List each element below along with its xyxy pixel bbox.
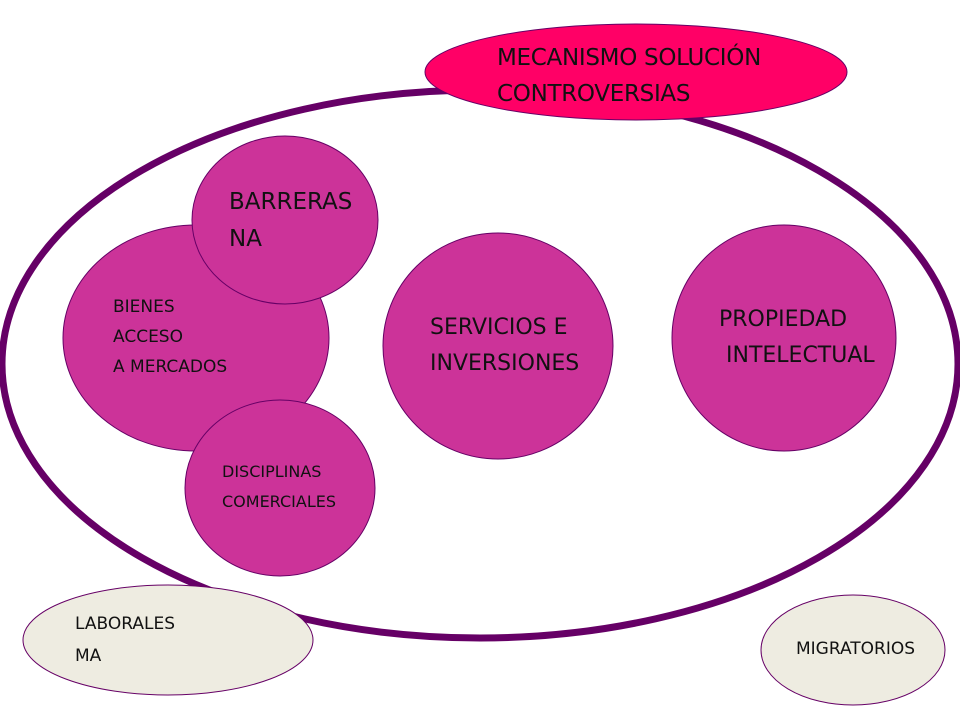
disciplinas-label-line2: COMERCIALES: [222, 492, 337, 511]
mecanismo-label-line1: MECANISMO SOLUCIÓN: [497, 45, 761, 71]
bienes-label-line1: BIENES: [113, 297, 175, 317]
disciplinas-circle: [184, 399, 376, 577]
migratorios-label: MIGRATORIOS: [796, 634, 915, 664]
bienes-label-line3: A MERCADOS: [113, 357, 228, 377]
barreras-label-line1: BARRERAS: [229, 189, 353, 215]
servicios-circle: [382, 232, 614, 460]
servicios-label: SERVICIOS E INVERSIONES: [430, 310, 579, 382]
propiedad-label-line2: INTELECTUAL: [726, 343, 875, 368]
bienes-label-line2: ACCESO: [113, 327, 183, 347]
servicios-label-line2: INVERSIONES: [430, 351, 580, 376]
barreras-circle: [191, 135, 379, 305]
laborales-label-line1: LABORALES: [75, 614, 175, 634]
propiedad-label: PROPIEDAD INTELECTUAL: [719, 302, 875, 374]
barreras-label: BARRERAS NA: [229, 184, 352, 258]
migratorios-ellipse: [760, 594, 946, 706]
bienes-label: BIENES ACCESO A MERCADOS: [113, 292, 227, 382]
disciplinas-label: DISCIPLINAS COMERCIALES: [222, 457, 336, 517]
laborales-label-line2: MA: [75, 646, 102, 666]
mecanismo-ellipse: [424, 23, 848, 121]
servicios-label-line1: SERVICIOS E: [430, 315, 568, 340]
migratorios-label-line1: MIGRATORIOS: [796, 639, 916, 659]
propiedad-label-line1: PROPIEDAD: [719, 307, 848, 332]
mecanismo-label-line2: CONTROVERSIAS: [497, 81, 691, 107]
mecanismo-label: MECANISMO SOLUCIÓN CONTROVERSIAS: [497, 40, 761, 112]
propiedad-circle: [671, 224, 897, 452]
disciplinas-label-line1: DISCIPLINAS: [222, 462, 322, 481]
laborales-label: LABORALES MA: [75, 608, 175, 672]
laborales-ellipse: [22, 584, 314, 696]
barreras-label-line2: NA: [229, 226, 262, 252]
